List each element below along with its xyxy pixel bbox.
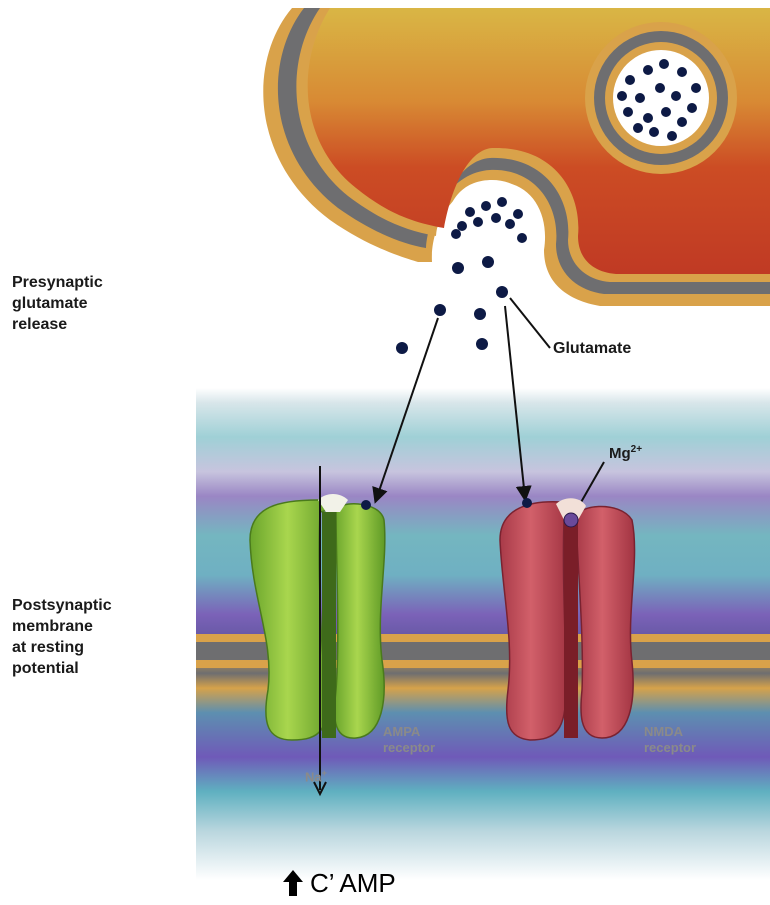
nmda-receptor-label: NMDA receptor bbox=[644, 724, 696, 756]
mg-symbol: Mg bbox=[609, 445, 631, 462]
ampa-receptor-label: AMPA receptor bbox=[383, 724, 435, 756]
na-symbol: Na bbox=[305, 769, 322, 784]
presynaptic-release-label: Presynaptic glutamate release bbox=[12, 272, 103, 335]
mg-ion-label: Mg2+ bbox=[609, 444, 642, 462]
na-charge: + bbox=[322, 768, 327, 778]
camp-annotation: C’ AMP bbox=[282, 866, 396, 900]
sodium-ion-label: Na+ bbox=[305, 768, 327, 784]
postsynaptic-membrane-label: Postsynaptic membrane at resting potenti… bbox=[12, 595, 112, 679]
synaptic-vesicle bbox=[585, 22, 737, 174]
nmda-receptor bbox=[500, 498, 635, 740]
arrow-up-icon bbox=[282, 868, 304, 898]
mg-charge: 2+ bbox=[631, 444, 642, 455]
camp-label: C’ AMP bbox=[310, 868, 396, 899]
glutamate-label: Glutamate bbox=[553, 340, 631, 358]
